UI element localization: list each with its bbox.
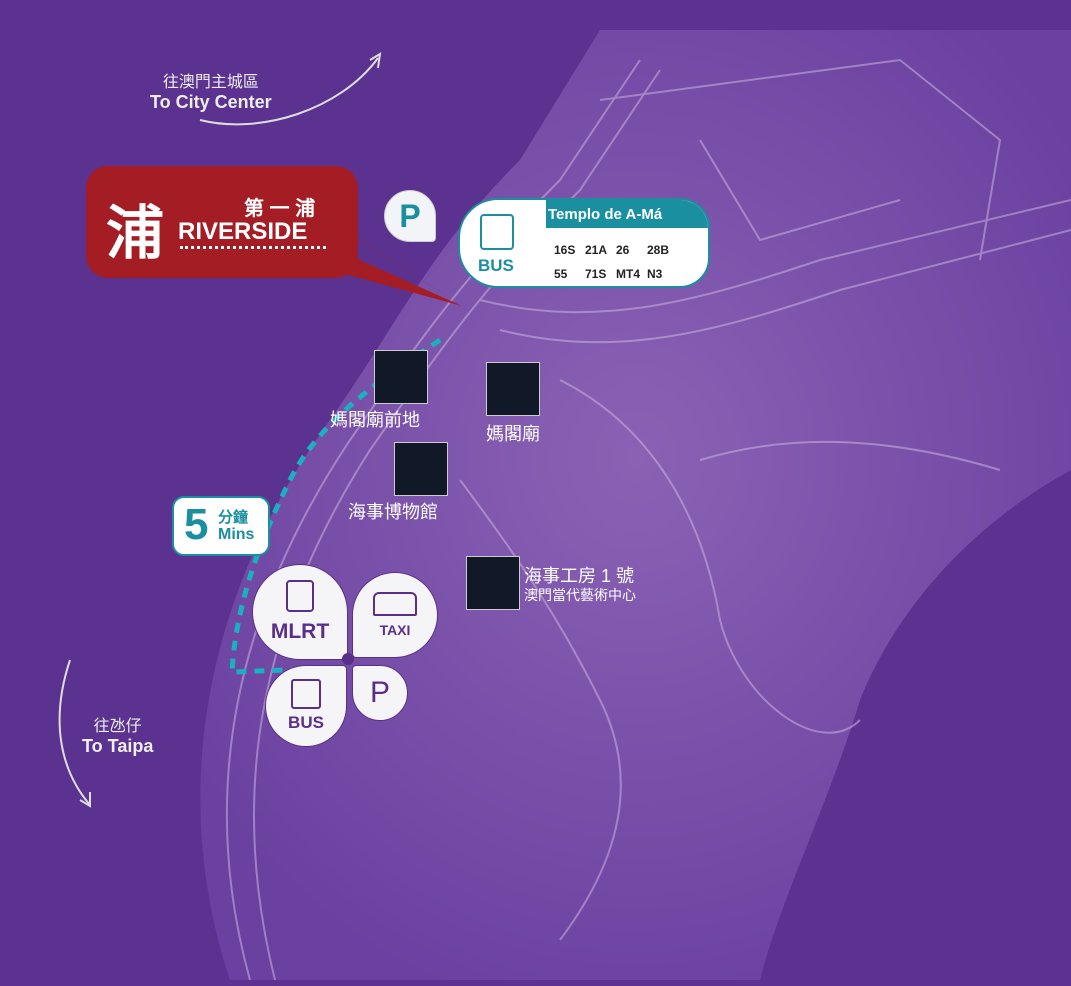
route: N3 bbox=[647, 267, 663, 281]
route: 16S bbox=[554, 243, 576, 257]
parking-button[interactable]: P bbox=[352, 665, 408, 721]
city-zh: 往澳門主城區 bbox=[162, 74, 259, 91]
city-arrow bbox=[199, 57, 379, 126]
walk-unit-zh: 分鐘 bbox=[218, 509, 249, 526]
brand-char: 浦 bbox=[106, 201, 165, 266]
bus-label: BUS bbox=[288, 713, 324, 732]
bus-icon-label: BUS bbox=[478, 256, 514, 275]
brand-zh: 第 一 浦 bbox=[244, 198, 316, 220]
route: 71S bbox=[585, 267, 607, 281]
wave-icon bbox=[180, 246, 326, 253]
walking-route bbox=[229, 337, 442, 675]
train-icon bbox=[286, 580, 314, 612]
square-icon[interactable] bbox=[374, 350, 428, 404]
parking-label: P bbox=[399, 197, 421, 234]
bus-icon bbox=[480, 214, 514, 250]
taipa-en: To Taipa bbox=[82, 736, 154, 756]
route: MT4 bbox=[616, 267, 640, 281]
bus-routes: 16S 21A 26 28B 55 71S MT4 N3 bbox=[554, 238, 704, 286]
brand-en: RIVERSIDE bbox=[178, 218, 308, 245]
bus-stop-name: Templo de A-Má bbox=[548, 206, 663, 223]
walk-minutes: 5 bbox=[184, 500, 209, 549]
parking-label: P bbox=[369, 676, 390, 709]
bus-stop-card[interactable]: Templo de A-Má BUS 16S 21A 26 28B 55 71S MT4 N… bbox=[458, 198, 710, 288]
roads bbox=[225, 58, 1071, 981]
taipa-arrow bbox=[58, 659, 91, 806]
walk-time-badge: 5 分鐘 Mins bbox=[172, 496, 270, 556]
to-city-center-label: 往澳門主城區 To City Center bbox=[150, 68, 272, 113]
taxi-icon bbox=[373, 592, 417, 616]
taxi-button[interactable]: TAXI bbox=[352, 572, 438, 658]
route: 55 bbox=[554, 267, 568, 281]
workshop-label: 海事工房 1 號 bbox=[524, 566, 635, 586]
taipa-zh: 往氹仔 bbox=[93, 718, 142, 735]
land-area bbox=[200, 30, 1071, 980]
temple-label: 媽閣廟 bbox=[486, 424, 540, 444]
route: 21A bbox=[585, 243, 608, 257]
hub-dot bbox=[342, 653, 354, 665]
to-taipa-label: 往氹仔 To Taipa bbox=[82, 712, 153, 757]
museum-label: 海事博物館 bbox=[348, 502, 438, 522]
city-en: To City Center bbox=[150, 92, 272, 112]
bus-icon bbox=[291, 679, 321, 709]
taxi-label: TAXI bbox=[379, 622, 411, 638]
workshop-sublabel: 澳門當代藝術中心 bbox=[524, 587, 636, 603]
parking-pin[interactable]: P bbox=[384, 190, 436, 242]
route: 28B bbox=[647, 243, 670, 257]
square-label: 媽閣廟前地 bbox=[330, 410, 420, 430]
workshop-icon[interactable] bbox=[466, 556, 520, 610]
mlrt-label: MLRT bbox=[270, 620, 330, 643]
temple-icon[interactable] bbox=[486, 362, 540, 416]
brand-pointer bbox=[330, 220, 462, 306]
route: 26 bbox=[616, 243, 630, 257]
riverside-logo[interactable]: 浦 第 一 浦 RIVERSIDE bbox=[86, 166, 358, 278]
mlrt-button[interactable]: MLRT bbox=[252, 564, 348, 660]
museum-icon[interactable] bbox=[394, 442, 448, 496]
walk-unit-en: Mins bbox=[218, 526, 255, 543]
bus-button[interactable]: BUS bbox=[265, 665, 347, 747]
